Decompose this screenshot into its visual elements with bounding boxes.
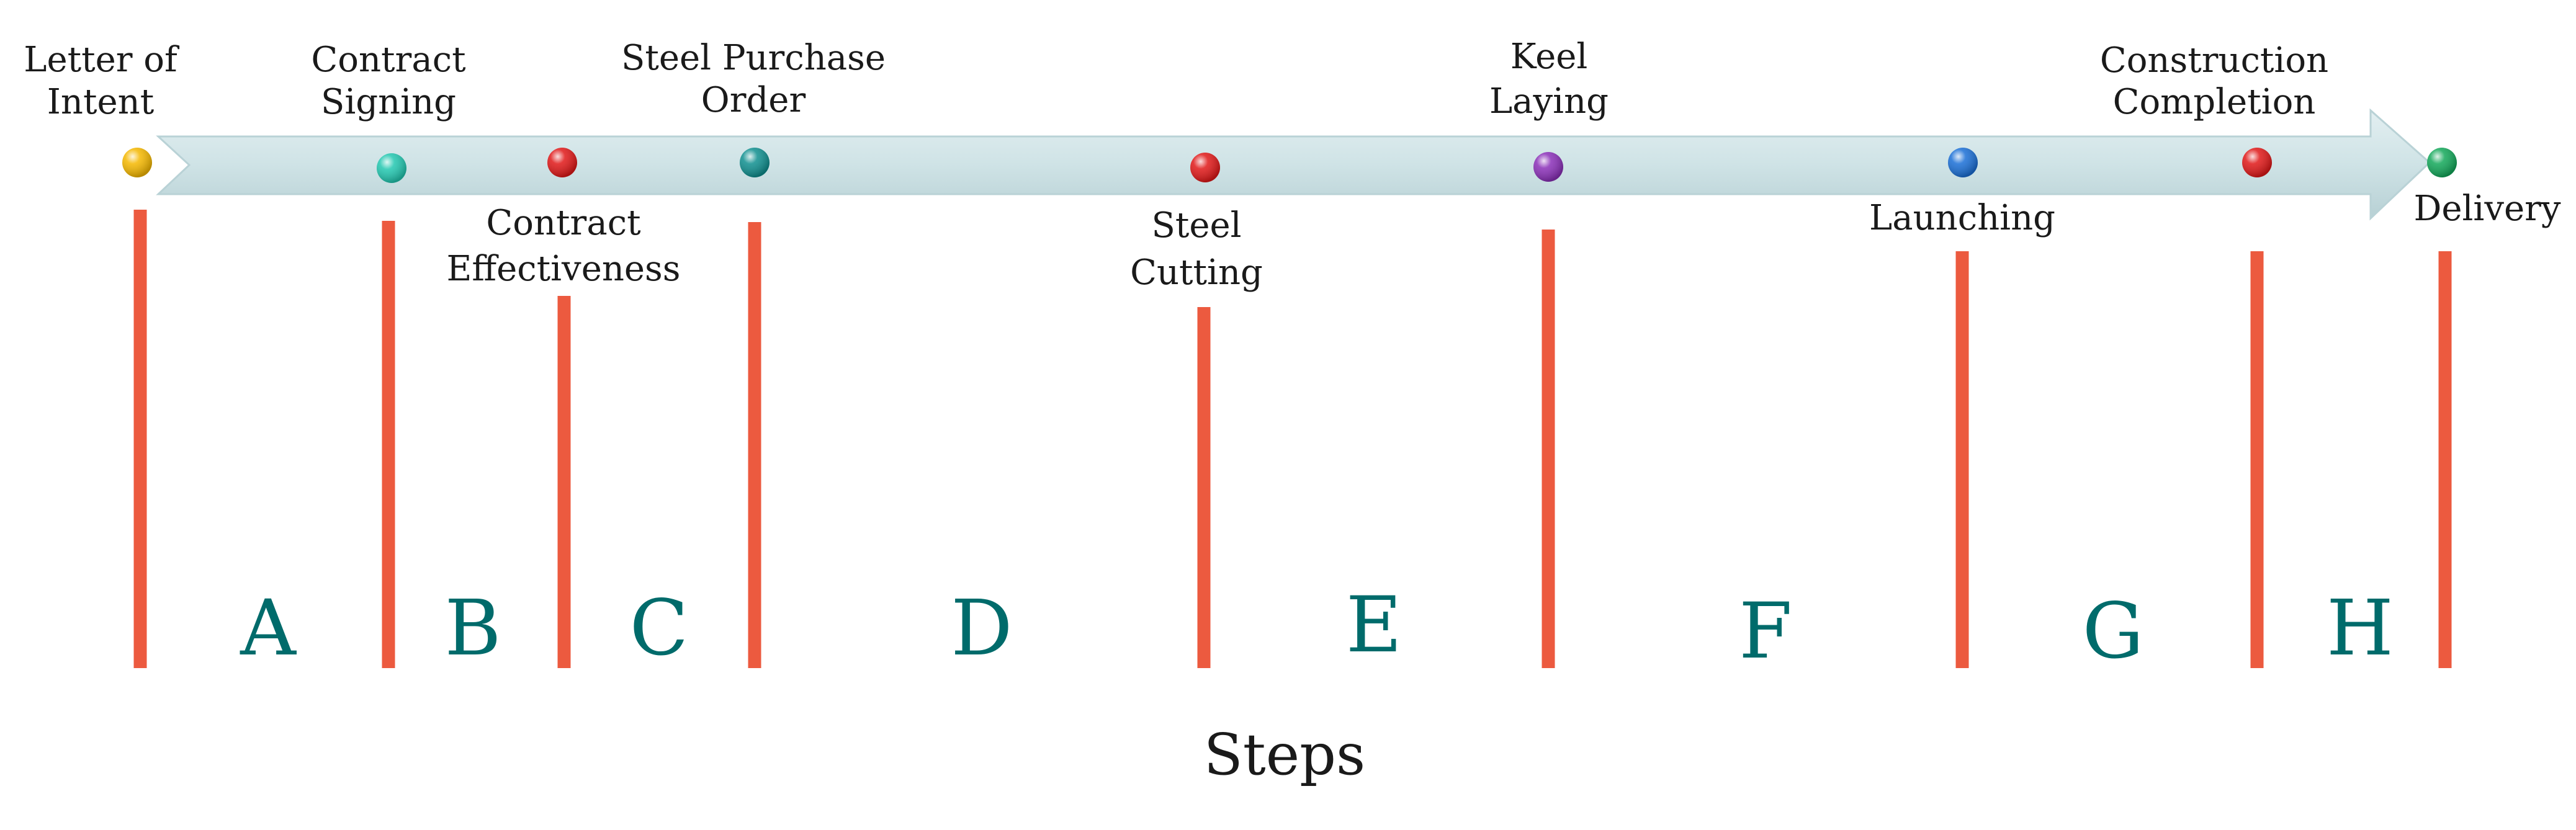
milestone-label-line: Cutting [1130,252,1263,293]
milestone-label-line: Delivery [2413,189,2560,229]
milestone-label-line: Order [701,80,806,120]
milestone-label-line: Steel [1151,205,1241,246]
step-letter: B [444,584,501,673]
milestone-label-line: Launching [1869,198,2055,238]
milestone-dot-shine [2242,148,2272,177]
milestone-label-line: Steel Purchase [621,38,886,78]
milestone-dot-shine [122,148,152,177]
milestone-dot-shine [377,153,406,183]
milestone-label-line: Effectiveness [446,249,680,289]
step-letter: H [2327,584,2394,673]
milestone-label-line: Construction [2100,40,2328,81]
milestone-label-line: Keel [1510,37,1588,77]
milestone-label-line: Letter of [24,40,180,80]
step-letters: A B C D E F G H [240,581,2394,676]
milestone-dot-shine [2427,148,2457,177]
timeline-arrow [156,108,2431,221]
axis-caption: Steps [1204,721,1366,788]
milestone-label-line: Completion [2113,82,2316,122]
step-letter: A [240,584,297,673]
step-letter: G [2082,587,2143,676]
step-letter: F [1739,587,1792,676]
milestone-label-line: Contract [311,40,466,80]
step-letter: E [1346,581,1402,670]
milestone-dot-shine [740,148,770,177]
milestone-dot-shine [1190,153,1220,182]
milestone-label-line: Laying [1489,81,1609,122]
milestone-dot-shine [1948,148,1978,177]
milestone-dot-shine [547,148,577,177]
milestone-label-line: Signing [321,82,456,122]
milestone-dot-shine [1533,152,1563,182]
step-letter: C [630,584,689,673]
milestone-label-line: Intent [47,82,155,122]
milestone-dots [122,148,2457,183]
milestone-label-line: Contract [486,203,641,243]
step-dividers [133,210,2452,668]
milestone-labels: Letter of Intent Contract Signing Contra… [24,37,2561,293]
step-letter: D [951,584,1012,673]
